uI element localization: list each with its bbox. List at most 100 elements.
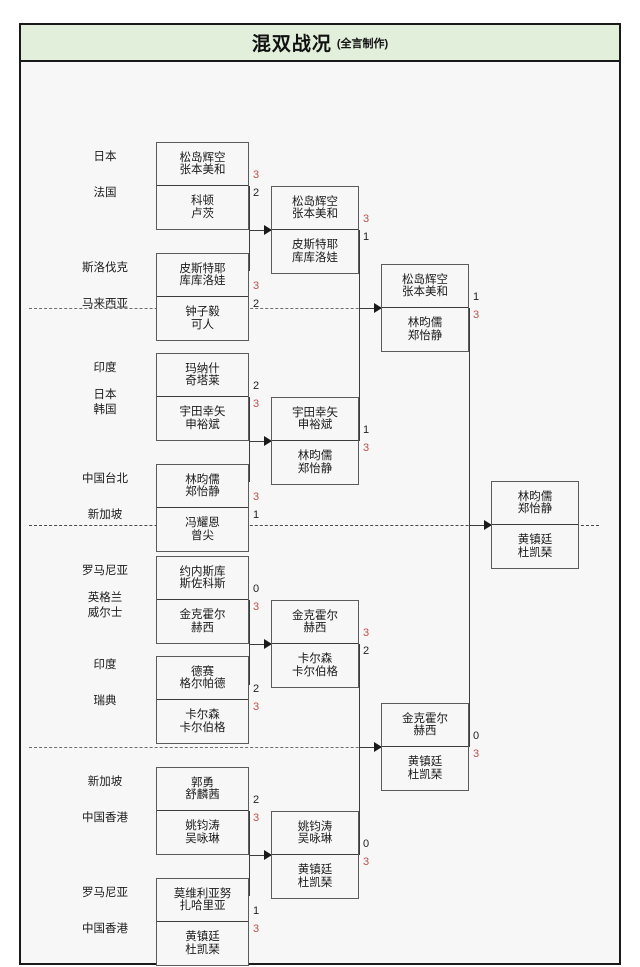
- player-name: 约内斯库: [179, 565, 226, 578]
- player-name: 奇塔莱: [185, 375, 220, 387]
- match-slot-bottom: 黄镇廷 杜凯琹: [492, 525, 578, 568]
- player-name: 格尔帕德: [179, 678, 226, 690]
- country-label-r1-m1-top: 日本: [93, 151, 117, 163]
- match-slot-top: 约内斯库 斯佐科斯: [157, 557, 248, 600]
- player-name: 张本美和: [402, 286, 448, 298]
- match-box-r2-m1[interactable]: 松岛辉空 张本美和 皮斯特耶 库库洛娃: [271, 186, 359, 274]
- player-name: 卡尔伯格: [179, 721, 226, 734]
- score-r1-m2-bottom: 2: [253, 298, 260, 310]
- match-slot-top: 玛纳什 奇塔莱: [157, 354, 248, 397]
- score-r1-m8-top: 1: [253, 905, 260, 917]
- score-r2-m1-top: 3: [363, 213, 370, 225]
- player-name: 郭勇: [191, 776, 214, 789]
- player-name: 卢茨: [191, 207, 214, 220]
- score-r1-m5-bottom: 3: [253, 601, 260, 613]
- player-name: 舒麟茜: [185, 789, 220, 801]
- match-box-r3-m2[interactable]: 金克霍尔 赫西 黄镇廷 杜凯琹: [381, 703, 469, 791]
- score-r1-m7-top: 2: [253, 794, 260, 806]
- connector-v-r2p1a: [359, 230, 360, 345]
- player-name: 金克霍尔: [402, 712, 448, 725]
- country-label-r1-m6-bottom: 瑞典: [93, 695, 117, 707]
- score-r1-m6-top: 2: [253, 683, 260, 695]
- connector-arrow-r3: [484, 520, 492, 530]
- player-name: 宇田幸矢: [179, 406, 226, 419]
- match-box-r2-m3[interactable]: 金克霍尔 赫西 卡尔森 卡尔伯格: [271, 600, 359, 688]
- player-name: 可人: [191, 318, 214, 331]
- player-name: 皮斯特耶: [179, 262, 226, 275]
- player-name: 玛纳什: [185, 362, 220, 375]
- country-label-r1-m2-bottom: 马来西亚: [82, 298, 128, 310]
- country-label-r1-m7-bottom: 中国香港: [82, 812, 128, 824]
- match-slot-top: 莫维利亚努 扎哈里亚: [157, 879, 248, 922]
- player-name: 金克霍尔: [292, 609, 338, 622]
- match-slot-bottom: 黄镇廷 杜凯琹: [272, 855, 358, 898]
- match-slot-bottom: 黄镇廷 杜凯琹: [157, 922, 248, 965]
- player-name: 科顿: [191, 195, 214, 208]
- player-name: 库库洛娃: [292, 251, 338, 264]
- country-label-r1-m4-bottom: 新加坡: [87, 509, 123, 521]
- player-name: 林昀儒: [185, 473, 220, 486]
- country-label-r1-m6-top: 印度: [93, 659, 117, 671]
- match-slot-top: 松岛辉空 张本美和: [272, 187, 358, 230]
- match-box-r1-m5[interactable]: 约内斯库 斯佐科斯 金克霍尔 赫西: [156, 556, 249, 644]
- match-slot-top: 姚钧涛 吴咏琳: [272, 812, 358, 855]
- match-box-r1-m1[interactable]: 松岛辉空 张本美和 科顿 卢茨: [156, 142, 249, 230]
- player-name: 黄镇廷: [517, 534, 553, 547]
- match-box-r1-m6[interactable]: 德赛 格尔帕德 卡尔森 卡尔伯格: [156, 656, 249, 744]
- bracket-frame: 混双战况 (全言制作): [19, 23, 621, 966]
- player-name: 郑怡静: [297, 462, 333, 475]
- score-r1-m3-bottom: 3: [253, 398, 260, 410]
- title-bar: 混双战况 (全言制作): [21, 25, 619, 62]
- player-name: 郑怡静: [407, 329, 443, 342]
- score-r1-m4-top: 3: [253, 491, 260, 503]
- match-box-r1-m7[interactable]: 郭勇 舒麟茜 姚钧涛 吴咏琳: [156, 767, 249, 855]
- match-box-r1-m8[interactable]: 莫维利亚努 扎哈里亚 黄镇廷 杜凯琹: [156, 878, 249, 966]
- match-slot-top: 林昀儒 郑怡静: [492, 482, 578, 525]
- connector-h-r1p2: [249, 441, 271, 442]
- player-name: 卡尔森: [297, 653, 333, 666]
- country-label-r1-m3-bottom: 日本 韩国: [93, 389, 117, 416]
- player-name: 卡尔森: [185, 709, 220, 722]
- score-r1-m1-bottom: 2: [253, 187, 260, 199]
- match-slot-top: 金克霍尔 赫西: [272, 601, 358, 644]
- player-name: 杜凯琹: [517, 546, 553, 559]
- player-name: 金克霍尔: [179, 609, 226, 622]
- score-r1-m1-top: 3: [253, 169, 260, 181]
- player-name: 黄镇廷: [185, 931, 220, 944]
- score-r2-m1-bottom: 1: [363, 231, 370, 243]
- score-r2-m3-top: 3: [363, 627, 370, 639]
- connector-h-r1p3: [249, 644, 271, 645]
- score-r1-m7-bottom: 3: [253, 812, 260, 824]
- match-box-r1-m4[interactable]: 林昀儒 郑怡静 冯耀恩 曾尖: [156, 464, 249, 552]
- page-title-credit: (全言制作): [336, 37, 389, 50]
- player-name: 张本美和: [292, 208, 338, 220]
- country-label-r1-m5-top: 罗马尼亚: [82, 565, 128, 577]
- match-box-final[interactable]: 林昀儒 郑怡静 黄镇廷 杜凯琹: [491, 481, 579, 569]
- player-name: 林昀儒: [517, 490, 553, 503]
- connector-arrow-r1p3: [264, 639, 272, 649]
- match-box-r3-m1[interactable]: 松岛辉空 张本美和 林昀儒 郑怡静: [381, 264, 469, 352]
- match-box-r1-m3[interactable]: 玛纳什 奇塔莱 宇田幸矢 申裕斌: [156, 353, 249, 441]
- country-label-r1-m3-top: 印度: [93, 362, 117, 374]
- player-name: 扎哈里亚: [179, 900, 226, 912]
- match-slot-bottom: 姚钧涛 吴咏琳: [157, 811, 248, 854]
- player-name: 卡尔伯格: [292, 665, 338, 678]
- match-box-r2-m2[interactable]: 宇田幸矢 申裕斌 林昀儒 郑怡静: [271, 397, 359, 485]
- player-name: 德赛: [191, 665, 214, 678]
- score-r1-m5-top: 0: [253, 583, 260, 595]
- score-r2-m2-top: 1: [363, 424, 370, 436]
- match-slot-bottom: 钟子毅 可人: [157, 297, 248, 340]
- match-slot-top: 松岛辉空 张本美和: [157, 143, 248, 186]
- connector-v-r2p1b: [359, 345, 360, 441]
- match-slot-bottom: 宇田幸矢 申裕斌: [157, 397, 248, 440]
- country-label-r1-m2-top: 斯洛伐克: [82, 262, 128, 274]
- match-box-r2-m4[interactable]: 姚钧涛 吴咏琳 黄镇廷 杜凯琹: [271, 811, 359, 899]
- connector-v-r1p3: [249, 600, 250, 685]
- match-slot-bottom: 皮斯特耶 库库洛娃: [272, 230, 358, 273]
- match-slot-top: 皮斯特耶 库库洛娃: [157, 254, 248, 297]
- player-name: 杜凯琹: [185, 943, 220, 956]
- score-r1-m4-bottom: 1: [253, 509, 260, 521]
- player-name: 郑怡静: [185, 486, 220, 498]
- match-box-r1-m2[interactable]: 皮斯特耶 库库洛娃 钟子毅 可人: [156, 253, 249, 341]
